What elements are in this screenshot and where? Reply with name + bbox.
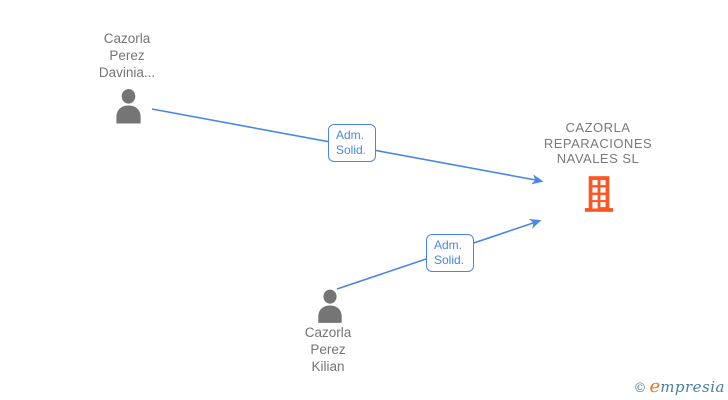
building-icon[interactable]	[584, 175, 614, 213]
brand-initial-letter: e	[649, 376, 661, 397]
brand-name: mpresia	[660, 378, 725, 396]
empresia-logo[interactable]: ©empresia	[634, 376, 725, 397]
person-top-name[interactable]: Cazorla Perez Davinia...	[98, 31, 156, 80]
person-icon[interactable]	[315, 289, 345, 323]
edge-label-bottom: Adm. Solid.	[426, 234, 474, 272]
company-name[interactable]: CAZORLA REPARACIONES NAVALES SL	[543, 120, 653, 166]
copyright-icon: ©	[633, 381, 647, 396]
person-icon[interactable]	[113, 88, 144, 124]
edge-label-top: Adm. Solid.	[328, 124, 376, 162]
person-bottom-name[interactable]: Cazorla Perez Kilian	[304, 325, 352, 374]
